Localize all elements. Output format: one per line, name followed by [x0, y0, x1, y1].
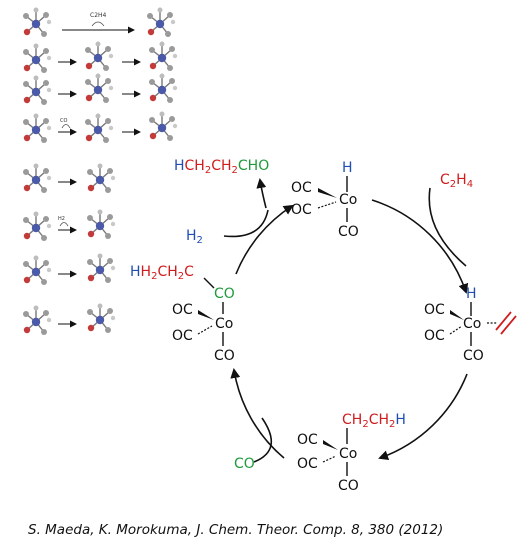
- co-ligand-label: CO: [463, 348, 484, 364]
- oc-ligand-label: OC: [297, 456, 318, 472]
- arrow-bottom-to-left: [230, 368, 285, 459]
- aldehyde-product-label: HCH2CH2CHO: [174, 158, 269, 176]
- hydrogen-reagent-label: H2: [186, 228, 203, 246]
- acyl-co-label: CO: [214, 286, 235, 302]
- bottom-cobalt-complex: CH2CH2H OC Co OC CO: [297, 412, 406, 494]
- pathway-row: [22, 302, 116, 336]
- pathway-row: [22, 162, 116, 194]
- top-arrow-label: C2H4: [90, 12, 107, 19]
- acyl-chain-label: HH2CH2C: [130, 264, 194, 282]
- cobalt-label: Co: [215, 316, 233, 332]
- cobalt-label: Co: [463, 316, 481, 332]
- co-ligand-label: CO: [338, 224, 359, 240]
- reaction-path-panel: C2H4 CO: [22, 6, 178, 336]
- hydride-label: H: [466, 286, 477, 302]
- pathway-row: H2: [22, 208, 116, 242]
- oc-ligand-label: OC: [172, 328, 193, 344]
- cobalt-label: Co: [339, 446, 357, 462]
- ethylene-reagent-label: C2H4: [440, 172, 473, 190]
- left-cobalt-complex: HH2CH2C CO OC Co OC CO: [130, 264, 235, 364]
- ethylene-feed-curve: [428, 187, 467, 267]
- arrow-right-to-bottom: [378, 373, 468, 461]
- citation-caption: S. Maeda, K. Morokuma, J. Chem. Theor. C…: [28, 522, 444, 538]
- pathway-row: [22, 40, 178, 74]
- arrow-top-to-right: [371, 199, 469, 294]
- co-ligand-label: CO: [338, 478, 359, 494]
- hydride-label: H: [342, 160, 353, 176]
- right-cobalt-complex: H OC Co OC CO: [424, 286, 517, 364]
- h2-feed-curve: [223, 209, 269, 238]
- cobalt-label: Co: [339, 192, 357, 208]
- product-release-arrow: [256, 178, 267, 209]
- oc-ligand-label: OC: [424, 302, 445, 318]
- oc-ligand-label: OC: [297, 432, 318, 448]
- co-step-label: CO: [60, 118, 67, 124]
- oc-ligand-label: OC: [291, 180, 312, 196]
- oc-ligand-label: OC: [172, 302, 193, 318]
- pathway-row: CO: [22, 110, 178, 144]
- top-cobalt-complex: H OC Co OC CO: [291, 160, 359, 240]
- cycle-arrows: [223, 178, 469, 463]
- oc-ligand-label: OC: [424, 328, 445, 344]
- carbon-monoxide-reagent-label: CO: [234, 456, 255, 472]
- oc-ligand-label: OC: [291, 202, 312, 218]
- co-ligand-label: CO: [214, 348, 235, 364]
- co-feed-curve: [253, 417, 272, 463]
- pathway-row: [22, 72, 178, 106]
- pathway-row: [22, 252, 116, 286]
- arrow-left-to-top: [235, 204, 294, 275]
- pathway-row: C2H4: [22, 6, 176, 38]
- h2-step-label: H2: [58, 216, 65, 222]
- alkyl-chain-label: CH2CH2H: [342, 412, 406, 430]
- ethylene-double-bond: [495, 311, 512, 331]
